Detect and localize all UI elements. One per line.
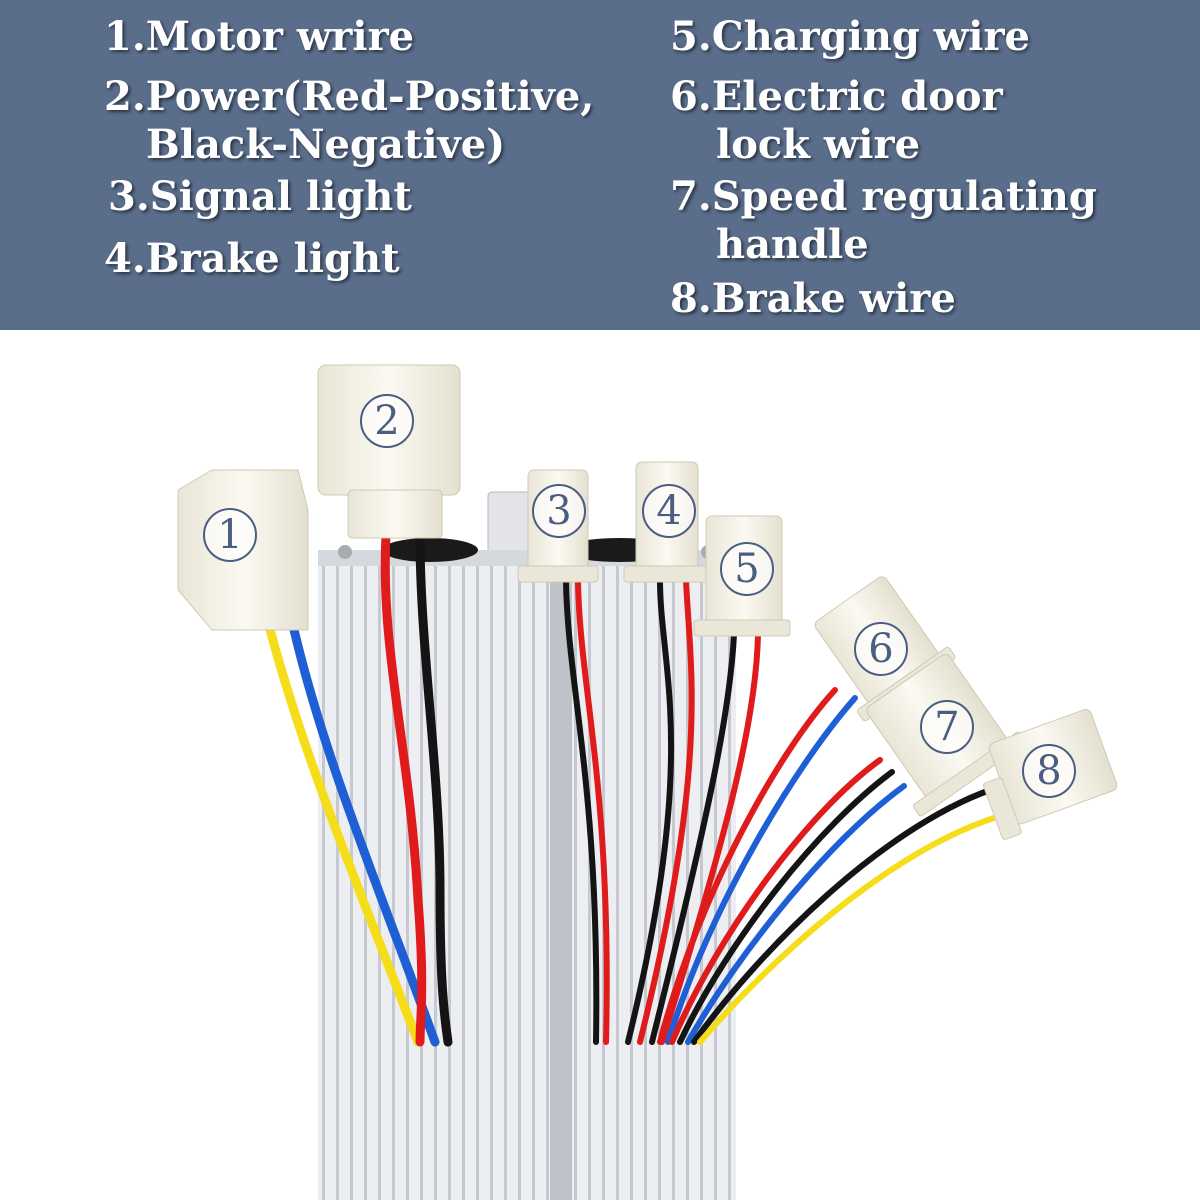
connector-2-base <box>347 489 443 539</box>
controller-drawing <box>177 364 1118 1200</box>
wire-6-blue <box>665 695 858 1045</box>
wire-harness <box>260 530 1003 1047</box>
callout-3: 3 <box>532 484 586 538</box>
controller-illustration: 1 2 3 4 5 6 7 8 <box>0 330 1200 1200</box>
wire-8-yellow <box>697 813 1003 1045</box>
legend-item-7-cont: handle <box>716 221 869 268</box>
legend-item-6: 6.Electric door <box>670 73 1003 120</box>
wire-2-black <box>415 530 453 1047</box>
legend-item-2-cont: Black-Negative) <box>146 121 506 168</box>
callout-4: 4 <box>642 484 696 538</box>
connector-plugs <box>177 364 1118 840</box>
wire-4-black <box>625 577 675 1045</box>
wire-7-black <box>677 769 895 1045</box>
wire-8-black <box>691 787 993 1045</box>
legend-item-4: 4.Brake light <box>104 235 400 282</box>
legend-item-7: 7.Speed regulating <box>670 173 1097 220</box>
controller-housing <box>318 491 736 1200</box>
legend-item-6-cont: lock wire <box>716 121 921 168</box>
callout-2: 2 <box>360 394 414 448</box>
legend-item-1: 1.Motor wrire <box>104 13 415 60</box>
wire-7-blue <box>685 783 907 1045</box>
legend-item-2: 2.Power(Red-Positive, <box>104 73 595 120</box>
legend-banner: 1.Motor wrire 2.Power(Red-Positive, Blac… <box>0 0 1200 330</box>
legend-item-8: 8.Brake wire <box>670 275 956 322</box>
callout-6: 6 <box>854 622 908 676</box>
callout-8: 8 <box>1022 744 1076 798</box>
wire-2-red <box>380 530 427 1047</box>
wire-1-blue <box>285 607 440 1047</box>
legend-item-3: 3.Signal light <box>108 173 412 220</box>
callout-7: 7 <box>920 700 974 754</box>
wire-5-black <box>649 632 737 1045</box>
callout-5: 5 <box>720 542 774 596</box>
wire-3-black <box>563 579 600 1045</box>
wire-6-red <box>657 687 838 1045</box>
wire-1-yellow <box>260 605 423 1047</box>
callout-1: 1 <box>203 508 257 562</box>
legend-item-5: 5.Charging wire <box>670 13 1030 60</box>
wire-4-red <box>637 577 695 1045</box>
wire-3-red <box>575 579 610 1045</box>
wire-7-red <box>669 757 883 1045</box>
